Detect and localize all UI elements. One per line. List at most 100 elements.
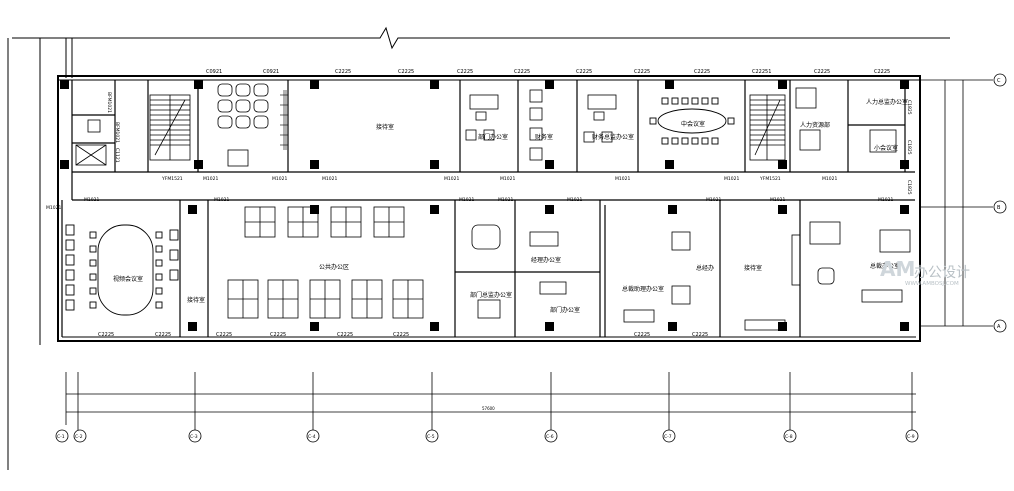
opening-labels-bottom: C2225 C2225 C2225 C2225 C2225 C2225 C222… <box>98 332 708 338</box>
room-gm-office: 总经办 <box>696 264 714 272</box>
label-c2225-9: C2225 <box>874 69 890 75</box>
bottom-partitions <box>61 200 801 337</box>
restroom-fixtures <box>75 83 269 167</box>
room-labels: 接待室 部门办公室 财务室 财务总监办公室 中会议室 人力总监办公室 人力资源部… <box>113 98 908 314</box>
room-mid-meeting: 中会议室 <box>681 120 705 128</box>
reception-hatch <box>280 90 288 150</box>
label-c2225-2: C2225 <box>398 69 414 75</box>
label-yfm-left: YFM1521 <box>161 176 183 182</box>
room-big-meeting: 视频会议室 <box>113 275 143 283</box>
label-c2225-b7: C2225 <box>634 332 650 338</box>
label-c2225-b3: C2225 <box>216 332 232 338</box>
label-c2225-b6: C2225 <box>393 332 409 338</box>
axis-bottom-7: C-7 <box>664 434 672 440</box>
bottom-dimension <box>55 372 919 443</box>
label-c1121: C1121 <box>114 148 120 163</box>
room-finance: 财务室 <box>535 133 553 141</box>
label-c2225-b1: C2225 <box>98 332 114 338</box>
axis-right-b: B <box>997 205 1001 211</box>
label-m-mid-2: M1021 <box>214 197 229 203</box>
room-ceo-assistant: 总裁助理办公室 <box>622 285 664 293</box>
watermark: AM 办公设计 WWW.AMBOSJ.COM <box>880 257 970 287</box>
axis-bottom-2: C-2 <box>75 434 83 440</box>
right-axis <box>920 73 1007 333</box>
label-c2225-3: C2225 <box>457 69 473 75</box>
label-c2225-5: C2225 <box>576 69 592 75</box>
room-dept-office-1: 部门办公室 <box>478 133 508 141</box>
label-m-mid-4: M1021 <box>498 197 513 203</box>
room-reception: 接待室 <box>376 123 394 131</box>
axis-right-a: A <box>997 324 1001 330</box>
axis-bottom-3: C-3 <box>190 434 198 440</box>
label-m-top-2: M1021 <box>272 176 287 182</box>
axis-right-c: C <box>997 78 1001 84</box>
label-m-top-1: M1021 <box>203 176 218 182</box>
label-c22251: C22251 <box>752 69 771 75</box>
label-m-top-7: M1021 <box>724 176 739 182</box>
opening-labels-top: C0921 C0921 C2225 C2225 C2225 C2225 C222… <box>206 69 890 75</box>
label-c2225-7: C2225 <box>694 69 710 75</box>
room-open-office: 公共办公区 <box>319 263 349 271</box>
structural-columns <box>60 80 909 331</box>
right-axis-labels: C B A <box>997 78 1001 330</box>
room-ceo-office: 总裁办公室 <box>870 262 900 270</box>
room-manager: 经理办公室 <box>531 256 561 264</box>
room-hr-dept: 人力资源部 <box>800 121 830 129</box>
label-c2225-1: C2225 <box>335 69 351 75</box>
axis-bottom-4: C-4 <box>308 434 316 440</box>
axis-bottom-8: C-8 <box>785 434 793 440</box>
vertical-opening-labels: BFM1021 BFM1021 C1121 C1825 C1825 C1825 <box>106 92 912 195</box>
label-c2225-b5: C2225 <box>337 332 353 338</box>
room-dept-director: 部门总监办公室 <box>470 291 512 299</box>
top-office-furniture <box>465 87 897 161</box>
stair-left <box>149 94 191 161</box>
label-m-mid-1: M1021 <box>84 197 99 203</box>
mid-meeting-table <box>649 97 735 145</box>
label-m-top-3: M1021 <box>322 176 337 182</box>
watermark-logo-icon: AM <box>880 257 915 281</box>
bottom-axis-labels: C-1 C-2 C-3 C-4 C-5 C-6 C-7 C-8 C-9 5760… <box>57 406 915 440</box>
label-m-top-6: M1021 <box>615 176 630 182</box>
label-m-top-4: M1021 <box>444 176 459 182</box>
label-m-mid-3: M1021 <box>459 197 474 203</box>
stair-right <box>749 94 786 161</box>
label-c2225-b8: C2225 <box>692 332 708 338</box>
room-finance-director: 财务总监办公室 <box>592 133 634 141</box>
total-dimension: 57600 <box>482 406 495 411</box>
label-c2225-6: C2225 <box>634 69 650 75</box>
label-m-mid-7: M1021 <box>770 197 785 203</box>
label-bfm-b: BFM1021 <box>114 122 120 143</box>
label-m-mid-5: M1021 <box>567 197 582 203</box>
room-lounge: 接待室 <box>744 264 762 272</box>
label-m-mid-6: M1021 <box>706 197 721 203</box>
door-labels-mid: M1021 M1021 M1021 M1021 M1021 M1021 M102… <box>46 197 893 211</box>
label-c2225-b4: C2225 <box>270 332 286 338</box>
label-c0921-a: C0921 <box>206 69 222 75</box>
watermark-url: WWW.AMBOSJ.COM <box>905 281 959 287</box>
room-waiting: 接待室 <box>187 296 205 304</box>
room-dept-office-2: 部门办公室 <box>550 306 580 314</box>
axis-bottom-6: C-6 <box>546 434 554 440</box>
top-partitions <box>71 80 906 172</box>
label-c1825-a: C1825 <box>906 100 912 115</box>
break-line <box>12 26 950 50</box>
label-m-top-5: M1021 <box>500 176 515 182</box>
label-c2225-4: C2225 <box>514 69 530 75</box>
big-meeting-table <box>65 224 179 316</box>
corridor <box>71 171 915 201</box>
label-m-top-8: M1021 <box>822 176 837 182</box>
label-m-left: M1021 <box>46 205 61 211</box>
label-m-mid-8: M1021 <box>878 197 893 203</box>
label-c0921-b: C0921 <box>263 69 279 75</box>
workstations <box>227 206 424 319</box>
axis-bottom-9: C-9 <box>907 434 915 440</box>
label-c1825-c: C1825 <box>906 180 912 195</box>
axis-bottom-1: C-1 <box>57 434 65 440</box>
label-c1825-b: C1825 <box>906 140 912 155</box>
right-office-furniture <box>471 221 911 331</box>
axis-bottom-5: C-5 <box>427 434 435 440</box>
label-c2225-b2: C2225 <box>155 332 171 338</box>
watermark-brand: 办公设计 <box>914 265 970 281</box>
